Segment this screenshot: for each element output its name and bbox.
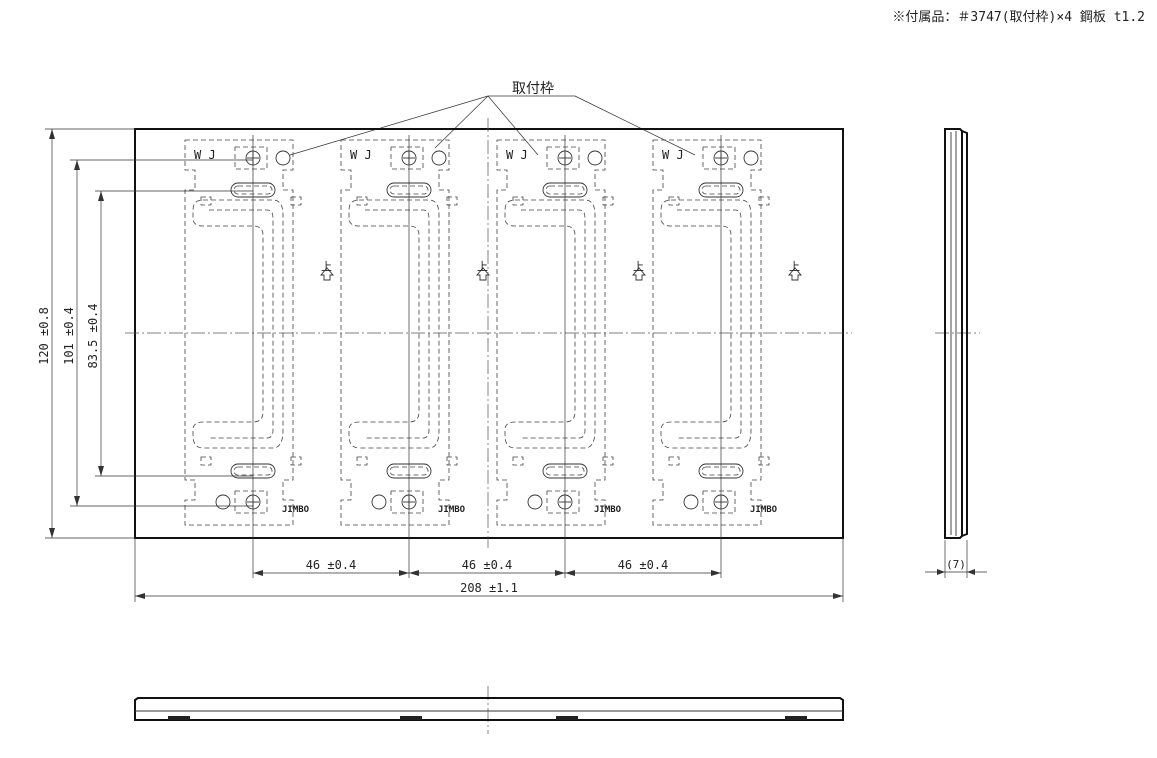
wj-mark-2: W J [350,148,372,162]
mounting-frame-2 [340,139,490,526]
center-lines [125,118,980,734]
dim-overall-width: 208 ±1.1 [460,581,518,595]
dim-pitch-2: 46 ±0.4 [462,558,513,572]
pitch-dimension-lines [253,570,721,576]
left-extension-lines [45,128,253,539]
up-mark-2: 上 [477,260,488,273]
dim-overall-height: 120 ±0.8 [37,307,51,365]
wj-mark-3: W J [506,148,528,162]
up-mark-4: 上 [789,260,800,273]
front-plate-outline [134,128,844,539]
brand-mark-3: JIMBO [594,505,622,515]
brand-mark-2: JIMBO [438,505,466,515]
side-view [925,128,987,578]
mounting-frame-4 [652,139,802,526]
overall-width-dimension [134,538,844,602]
callout-leaders [289,95,696,156]
bottom-view [134,697,844,721]
frame-marks: W J W J W J W J JIMBO JIMBO JIMBO JIMBO … [194,148,800,515]
dim-thickness: (7) [946,558,966,571]
callout-label: 取付枠 [512,81,554,97]
left-dimension-lines [49,129,104,538]
dim-hole-pitch-outer: 101 ±0.4 [62,307,76,365]
dim-hole-pitch-inner: 83.5 ±0.4 [86,303,100,368]
up-mark-3: 上 [633,260,644,273]
wj-mark-1: W J [194,148,216,162]
hole-centerlines [252,135,722,578]
brand-mark-1: JIMBO [282,505,310,515]
brand-mark-4: JIMBO [750,505,778,515]
mounting-frame-3 [496,139,646,526]
accessory-note: ※付属品：＃3747(取付枠)×4 鋼板 t1.2 [892,10,1145,25]
up-mark-1: 上 [321,260,332,273]
wj-mark-4: W J [662,148,684,162]
dim-pitch-1: 46 ±0.4 [306,558,357,572]
mounting-frame-1 [184,139,334,526]
dim-pitch-3: 46 ±0.4 [618,558,669,572]
